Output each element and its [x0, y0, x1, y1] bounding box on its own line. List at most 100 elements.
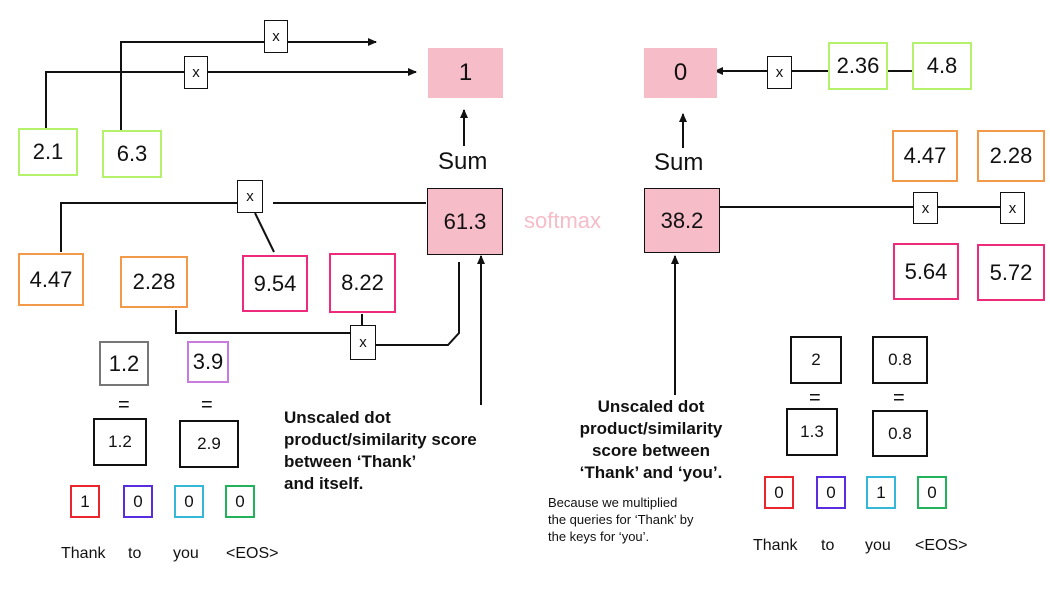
left-onehot-3: 0 [225, 485, 255, 518]
right-embed-bottom-a: 1.3 [786, 408, 838, 456]
caption-line: score between [591, 441, 711, 460]
caption-line: between ‘Thank’ [284, 452, 417, 471]
left-onehot-1: 0 [123, 485, 153, 518]
value: 0 [184, 491, 194, 511]
value: 1.3 [800, 422, 824, 441]
right-pink-a: 5.64 [893, 243, 959, 300]
left-token-1: to [128, 545, 142, 562]
value: 5.72 [989, 259, 1033, 285]
left-eq-b: = [201, 394, 213, 416]
wire-key-b-out [376, 262, 460, 346]
left-result-value: 1 [458, 59, 473, 86]
left-token-3: <EOS> [226, 545, 279, 562]
right-onehot-3: 0 [917, 476, 947, 509]
value: 6.3 [116, 141, 148, 166]
left-query-a: 2.1 [18, 128, 78, 176]
value: 2.36 [836, 53, 880, 78]
left-key-a: 4.47 [18, 253, 84, 306]
right-key-a: 4.47 [892, 130, 958, 182]
note-line: Because we multiplied [548, 495, 678, 510]
mult-sign: x [272, 28, 280, 45]
value: 2.28 [989, 143, 1033, 168]
value: 0 [826, 482, 836, 502]
right-eq-b: = [893, 387, 905, 409]
left-query-b: 6.3 [102, 130, 162, 178]
right-result-box: 0 [644, 48, 717, 98]
softmax-label: softmax [524, 208, 602, 233]
right-token-2: you [865, 537, 891, 554]
caption-line: Unscaled dot [597, 397, 705, 416]
right-onehot-2: 1 [866, 476, 896, 509]
right-token-1: to [821, 537, 835, 554]
mult-sign: x [921, 199, 930, 217]
right-embed-top-b: 0.8 [872, 336, 928, 384]
left-pink-b: 8.22 [329, 253, 396, 313]
value: 0 [235, 491, 245, 511]
left-embed-bottom-a: 1.2 [93, 418, 147, 466]
wire-key-a [60, 202, 237, 252]
right-token-3: <EOS> [915, 537, 968, 554]
mult-sign: x [359, 334, 367, 351]
left-mult-top-1: x [264, 20, 288, 53]
left-key-b: 2.28 [120, 256, 188, 308]
mult-sign: x [246, 188, 254, 205]
value: 9.54 [253, 270, 297, 296]
left-embed-top-a: 1.2 [99, 341, 149, 386]
left-mult-mid-1: x [237, 180, 263, 213]
value: 4.47 [903, 143, 947, 168]
left-onehot-0: 1 [70, 485, 100, 518]
value: 8.22 [341, 270, 384, 295]
right-note: Because we multiplied the queries for ‘T… [548, 494, 748, 545]
value: 4.8 [926, 53, 958, 78]
left-embed-bottom-b: 2.9 [179, 420, 239, 468]
left-mult-mid-2: x [350, 325, 376, 360]
caption-line: product/similarity [579, 419, 723, 438]
left-sum-box: 61.3 [427, 188, 503, 255]
right-caption: Unscaled dot product/similarity score be… [556, 396, 746, 484]
right-eq-a: = [809, 387, 821, 409]
left-token-2: you [173, 545, 199, 562]
right-query-a: 2.36 [828, 42, 888, 90]
wire-key-b [175, 310, 350, 334]
left-onehot-2: 0 [174, 485, 204, 518]
caption-line: and itself. [284, 474, 364, 493]
value: 3.9 [192, 349, 224, 374]
left-token-0: Thank [61, 545, 106, 562]
wire-diag-pink [254, 212, 275, 253]
value: 2 [811, 350, 821, 369]
right-query-b: 4.8 [912, 42, 972, 90]
mult-sign: x [192, 64, 200, 81]
value: 4.47 [29, 266, 73, 292]
note-line: the queries for ‘Thank’ by [548, 512, 694, 527]
value: 2.1 [32, 139, 64, 164]
right-key-b: 2.28 [977, 130, 1045, 182]
right-embed-top-a: 2 [790, 336, 842, 384]
right-mult-mid-1: x [913, 192, 938, 224]
value: 0.8 [888, 423, 912, 443]
wire-query-b [120, 41, 264, 130]
value: 0 [927, 482, 937, 502]
left-result-box: 1 [428, 48, 503, 98]
value: 0 [133, 491, 143, 511]
right-token-0: Thank [753, 537, 798, 554]
right-onehot-0: 0 [764, 476, 794, 509]
mult-sign: x [775, 64, 784, 81]
value: 2.28 [132, 269, 176, 294]
right-onehot-1: 0 [816, 476, 846, 509]
right-pink-b: 5.72 [977, 244, 1045, 301]
mult-sign: x [1008, 199, 1017, 217]
value: 5.64 [904, 258, 948, 284]
value: 0 [774, 482, 784, 502]
right-embed-bottom-b: 0.8 [872, 410, 928, 457]
right-result-value: 0 [673, 59, 688, 86]
left-sum-value: 61.3 [443, 208, 487, 234]
left-eq-a: = [118, 394, 130, 416]
right-sum-box: 38.2 [644, 188, 720, 253]
left-mult-top-2: x [184, 56, 208, 89]
value: 2.9 [197, 434, 221, 453]
value: 1.2 [108, 432, 132, 451]
left-embed-top-b: 3.9 [187, 341, 229, 383]
left-sum-label: Sum [438, 148, 488, 175]
left-pink-a: 9.54 [242, 255, 308, 312]
caption-line: product/similarity score [284, 430, 477, 449]
